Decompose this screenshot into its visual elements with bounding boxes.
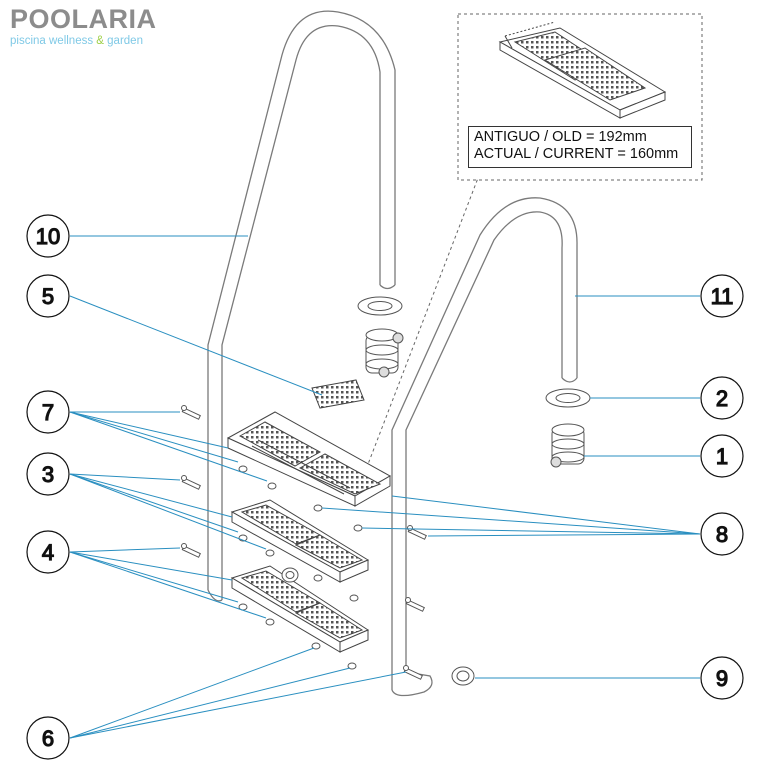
- detail-leader: [359, 177, 479, 486]
- callout-2-label: 2: [716, 386, 728, 411]
- nut: [267, 482, 277, 490]
- leader-7: [69, 411, 229, 449]
- right-handrail: [391, 197, 578, 697]
- callout-8: 8: [700, 512, 744, 556]
- nut: [265, 618, 275, 626]
- detail-inset-box: [457, 13, 703, 181]
- logo-tagline: piscina wellness & garden: [10, 35, 143, 48]
- leader-8: [391, 495, 701, 535]
- step-size-note: ANTIGUO / OLD = 192mm ACTUAL / CURRENT =…: [468, 126, 692, 168]
- callout-9: 9: [700, 656, 744, 700]
- step-bottom: [230, 565, 370, 653]
- callout-3-label: 3: [42, 462, 54, 487]
- leader-6: [69, 667, 351, 739]
- step-middle: [230, 499, 370, 583]
- nut: [349, 594, 359, 602]
- poolaria-logo: POOLARIA: [10, 4, 157, 34]
- callout-7: 7: [26, 390, 70, 434]
- callout-10: 10: [26, 214, 70, 258]
- bolt: [181, 543, 201, 558]
- callout-4: 4: [26, 530, 70, 574]
- anchor-socket-left: [365, 328, 404, 378]
- logo-tagline-main: piscina wellness: [10, 35, 97, 47]
- nut: [311, 642, 321, 650]
- callout-5: 5: [26, 274, 70, 318]
- callout-2: 2: [700, 376, 744, 420]
- leader-lines: [69, 235, 701, 739]
- bolt: [181, 475, 201, 490]
- callout-6: 6: [26, 716, 70, 760]
- leader-8: [427, 533, 701, 537]
- nut: [313, 504, 323, 512]
- callout-10-label: 10: [36, 224, 60, 249]
- end-cap-inner: [285, 571, 295, 579]
- callout-6-label: 6: [42, 726, 54, 751]
- callout-9-label: 9: [716, 666, 728, 691]
- nut: [347, 662, 357, 670]
- leader-6: [69, 647, 315, 739]
- escutcheon-plate-left: [357, 296, 403, 316]
- nut: [313, 574, 323, 582]
- leader-3: [69, 473, 233, 518]
- bolt: [405, 597, 425, 612]
- callout-7-label: 7: [42, 400, 54, 425]
- bolts-and-washers: [181, 405, 427, 680]
- escutcheon-plate-right: [545, 388, 591, 408]
- bolt: [407, 525, 427, 540]
- logo-tagline-end: garden: [103, 35, 143, 47]
- nut: [353, 524, 363, 532]
- nut: [238, 465, 248, 473]
- anti-slip-pad: [311, 379, 365, 409]
- leader-5: [69, 295, 323, 396]
- callout-3: 3: [26, 452, 70, 496]
- leader-3: [69, 473, 239, 533]
- note-old-size: ANTIGUO / OLD = 192mm: [474, 129, 647, 145]
- leader-4: [69, 551, 239, 603]
- step-top: [226, 411, 392, 507]
- leader-8: [361, 527, 701, 535]
- callout-4-label: 4: [42, 540, 54, 565]
- leader-4: [69, 547, 181, 553]
- end-cap-part: [451, 666, 475, 686]
- leader-7: [69, 411, 239, 463]
- left-handrail: [207, 10, 396, 602]
- anchor-socket-right: [550, 423, 585, 468]
- callout-8-label: 8: [716, 522, 728, 547]
- logo-tagline-amp: &: [96, 35, 104, 47]
- callout-5-label: 5: [42, 284, 54, 309]
- leader-8: [321, 507, 701, 535]
- leader-3: [69, 473, 267, 550]
- callout-11: 11: [700, 274, 744, 318]
- leader-4: [69, 551, 233, 581]
- callout-1: 1: [700, 434, 744, 478]
- detail-step-drawing: [498, 21, 667, 119]
- leader-4: [69, 551, 267, 619]
- leader-7: [69, 411, 268, 482]
- callout-1-label: 1: [716, 444, 728, 469]
- bolt: [403, 665, 423, 680]
- leader-6: [69, 671, 407, 739]
- nut: [265, 549, 275, 557]
- leader-3: [69, 473, 181, 481]
- callout-11-label: 11: [711, 284, 734, 309]
- bolt: [181, 405, 201, 420]
- note-current-size: ACTUAL / CURRENT = 160mm: [474, 146, 679, 162]
